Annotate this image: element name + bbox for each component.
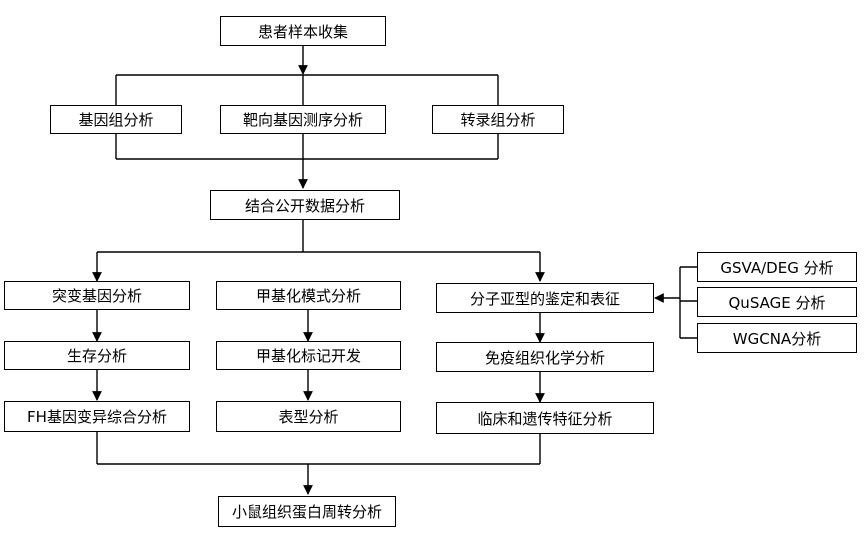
node-subtype-identification: 分子亚型的鉴定和表征 — [436, 283, 654, 313]
node-fh-variant-analysis: FH基因变异综合分析 — [4, 401, 190, 432]
node-gsva-deg: GSVA/DEG 分析 — [697, 252, 857, 282]
node-mutated-gene-analysis: 突变基因分析 — [4, 281, 190, 310]
node-sample-collection: 患者样本收集 — [220, 16, 386, 46]
node-ihc-analysis: 免疫组织化学分析 — [436, 342, 654, 372]
node-qusage: QuSAGE 分析 — [697, 287, 857, 317]
node-genomic-analysis: 基因组分析 — [50, 105, 182, 134]
node-mouse-proteomics: 小鼠组织蛋白周转分析 — [218, 496, 396, 527]
node-methylation-marker-development: 甲基化标记开发 — [216, 341, 401, 370]
node-wgcna: WGCNA分析 — [697, 323, 857, 353]
node-phenotype-analysis: 表型分析 — [216, 401, 401, 432]
node-transcriptome-analysis: 转录组分析 — [432, 105, 564, 134]
node-public-data-analysis: 结合公开数据分析 — [210, 190, 400, 220]
node-methylation-pattern-analysis: 甲基化模式分析 — [216, 281, 401, 310]
node-survival-analysis: 生存分析 — [4, 341, 190, 370]
node-clinical-genetic-features: 临床和遗传特征分析 — [436, 402, 654, 434]
node-targeted-sequencing: 靶向基因测序分析 — [220, 105, 386, 134]
